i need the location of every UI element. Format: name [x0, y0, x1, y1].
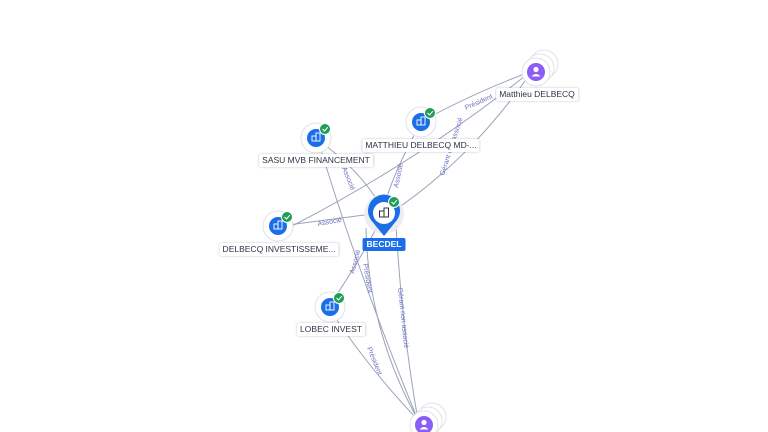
- node-person-bottom[interactable]: [409, 402, 447, 432]
- verified-check-icon: [281, 211, 293, 223]
- node-lobec-invest[interactable]: [314, 291, 346, 323]
- node-label-sasu-mvb-financement[interactable]: SASU MVB FINANCEMENT: [259, 154, 373, 167]
- person-icon: [531, 66, 541, 77]
- node-matthieu-delbecq[interactable]: [521, 49, 559, 87]
- verified-check-icon: [388, 196, 400, 208]
- node-sasu-mvb-financement[interactable]: [300, 122, 332, 154]
- person-icon: [419, 419, 429, 430]
- edge-label-president-bottom: Président: [365, 346, 383, 376]
- edge-label-associe-dinv: Associé: [317, 217, 342, 228]
- verified-check-icon: [333, 292, 345, 304]
- node-matthieu-delbecq-md[interactable]: [405, 106, 437, 138]
- edge-label-president-top: Président: [464, 93, 494, 111]
- building-icon: [273, 220, 283, 230]
- node-delbecq-investissement[interactable]: [262, 210, 294, 242]
- verified-check-icon: [424, 107, 436, 119]
- node-label-matthieu-delbecq[interactable]: Matthieu DELBECQ: [496, 88, 578, 101]
- node-label-becdel[interactable]: BECDEL: [362, 238, 406, 251]
- edge-delbecq-inv-to-becdel: [279, 213, 373, 227]
- building-icon: [379, 207, 389, 218]
- node-label-delbecq-investissement[interactable]: DELBECQ INVESTISSEME...: [219, 243, 339, 256]
- edge-label-president-lobec: Président: [361, 263, 373, 293]
- edge-label-gerant-bottom: Gérant non associé: [396, 287, 409, 348]
- building-icon: [416, 116, 426, 126]
- node-becdel[interactable]: [364, 194, 404, 236]
- edge-mvb-to-person-bottom: [317, 139, 419, 421]
- node-label-lobec-invest[interactable]: LOBEC INVEST: [297, 323, 365, 336]
- edge-becdel-to-person-bottom-president: [365, 227, 419, 421]
- edge-label-associe-md: Associé: [393, 163, 405, 189]
- verified-check-icon: [319, 123, 331, 135]
- node-label-matthieu-delbecq-md[interactable]: MATTHIEU DELBECQ MD-...: [362, 139, 480, 152]
- building-icon: [311, 132, 321, 142]
- building-icon: [325, 301, 335, 311]
